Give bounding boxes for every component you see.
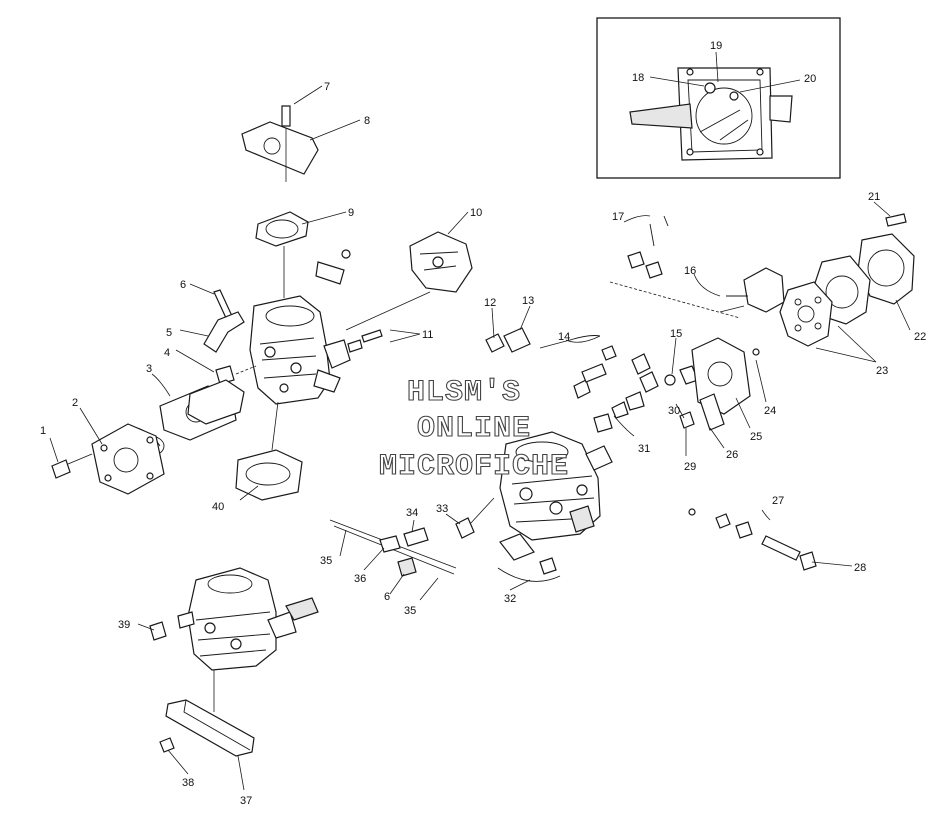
- callout-23: 23: [876, 365, 888, 377]
- callout-34: 34: [406, 507, 418, 519]
- callout-37: 37: [240, 795, 252, 807]
- callout-6b: 6: [384, 591, 390, 603]
- part-40-gasket: [235, 449, 303, 501]
- callout-18: 18: [632, 72, 644, 84]
- callout-35a: 35: [320, 555, 332, 567]
- part-21-screw: [885, 213, 907, 227]
- part-2-pump-body: [91, 423, 165, 495]
- callout-labels: 1 2 3 4 5 6 7 8 9 10 11 12 13 14 15 16 1…: [40, 40, 926, 807]
- callout-27: 27: [772, 495, 784, 507]
- callout-29: 29: [684, 461, 696, 473]
- watermark-line-2: ONLINE: [417, 412, 531, 446]
- callout-6: 6: [180, 279, 186, 291]
- callout-17: 17: [612, 211, 624, 223]
- part-11-screw: [361, 329, 383, 343]
- callout-12: 12: [484, 297, 496, 309]
- callout-15: 15: [670, 328, 682, 340]
- callout-36: 36: [354, 573, 366, 585]
- callout-4: 4: [164, 347, 170, 359]
- callout-13: 13: [522, 295, 534, 307]
- callout-25: 25: [750, 431, 762, 443]
- inset-detail-view: [596, 17, 841, 179]
- callout-35b: 35: [404, 605, 416, 617]
- watermark-line-3: MICROFICHE: [379, 450, 569, 484]
- callout-3: 3: [146, 363, 152, 375]
- part-6-screw: [213, 289, 233, 319]
- part-6-clamp: [397, 557, 417, 577]
- center-carburetor-assembly: [329, 215, 785, 582]
- part-9-gasket: [255, 211, 309, 247]
- callout-14: 14: [558, 331, 570, 343]
- callout-16: 16: [684, 265, 696, 277]
- right-parts: [688, 213, 915, 571]
- callout-24: 24: [764, 405, 776, 417]
- part-33-nut: [455, 517, 475, 539]
- part-3-gasket-b: [187, 379, 245, 425]
- callout-9: 9: [348, 207, 354, 219]
- part-16-cover: [743, 267, 785, 313]
- callout-2: 2: [72, 397, 78, 409]
- part-39-nut: [149, 621, 167, 641]
- part-23-diaphragm-b: [779, 281, 833, 347]
- upper-carburetor-assembly: [51, 105, 473, 501]
- callout-40: 40: [212, 501, 224, 513]
- callout-32: 32: [504, 593, 516, 605]
- callout-22: 22: [914, 331, 926, 343]
- lower-carburetor-assembly: [149, 567, 319, 757]
- callout-21: 21: [868, 191, 880, 203]
- callout-11: 11: [422, 329, 433, 341]
- part-34-fitting: [403, 527, 429, 547]
- callout-30: 30: [668, 405, 680, 417]
- part-7-screw: [281, 105, 291, 127]
- callout-20: 20: [804, 73, 816, 85]
- callout-19: 19: [710, 40, 722, 52]
- part-5-hose: [203, 311, 245, 353]
- callout-31: 31: [638, 443, 650, 455]
- callout-5: 5: [166, 327, 172, 339]
- callout-10: 10: [470, 207, 482, 219]
- part-28-screw: [799, 551, 817, 571]
- callout-28: 28: [854, 562, 866, 574]
- carb-body-lower: [187, 567, 277, 671]
- part-38-screw: [159, 737, 175, 753]
- leader-lines: [49, 85, 911, 791]
- callout-33: 33: [436, 503, 448, 515]
- callout-1: 1: [40, 425, 46, 437]
- watermark-line-1: HLSM'S: [407, 376, 521, 410]
- part-4-fitting: [215, 365, 235, 385]
- part-36-fitting: [379, 535, 401, 553]
- callout-7: 7: [324, 81, 330, 93]
- part-37-bracket: [165, 699, 255, 757]
- part-1-screw: [51, 459, 71, 479]
- part-25-pump: [691, 337, 751, 415]
- callout-38: 38: [182, 777, 194, 789]
- callout-8: 8: [364, 115, 370, 127]
- part-26-lever: [699, 393, 725, 431]
- callout-26: 26: [726, 449, 738, 461]
- callout-39: 39: [118, 619, 130, 631]
- watermark: HLSM'S ONLINE MICROFICHE: [378, 375, 569, 484]
